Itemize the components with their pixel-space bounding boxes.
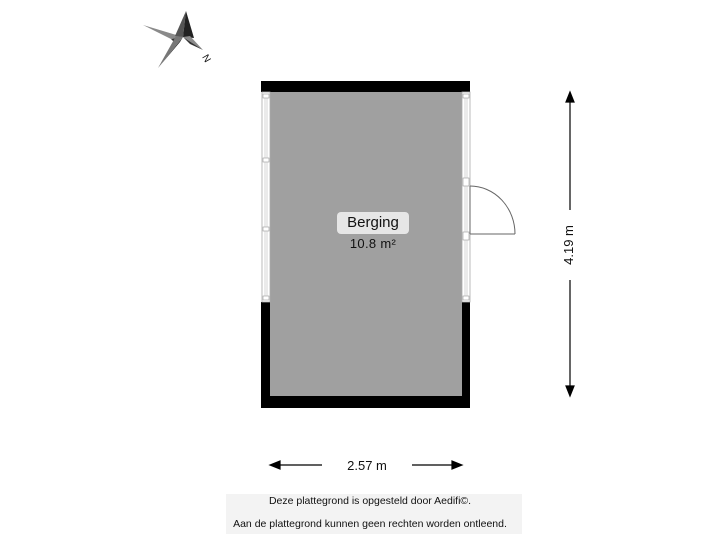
dimension-width-label: 2.57 m (322, 457, 412, 475)
window-right (461, 91, 471, 303)
footer-credit: Deze plattegrond is opgesteld door Aedif… (268, 495, 472, 507)
room-floor (270, 92, 462, 396)
window-left (261, 91, 271, 303)
walls (261, 81, 470, 408)
compass-icon: N (143, 11, 212, 68)
footer-disclaimer: Aan de plattegrond kunnen geen rechten w… (233, 518, 507, 530)
door-swing (469, 185, 516, 235)
footer-disclaimer-box (226, 494, 522, 534)
room-area-label: 10.8 m² (349, 236, 397, 251)
compass-north-label: N (199, 53, 212, 65)
room-name-label: Berging (337, 212, 409, 234)
dimension-depth-label: 4.19 m (560, 210, 578, 280)
